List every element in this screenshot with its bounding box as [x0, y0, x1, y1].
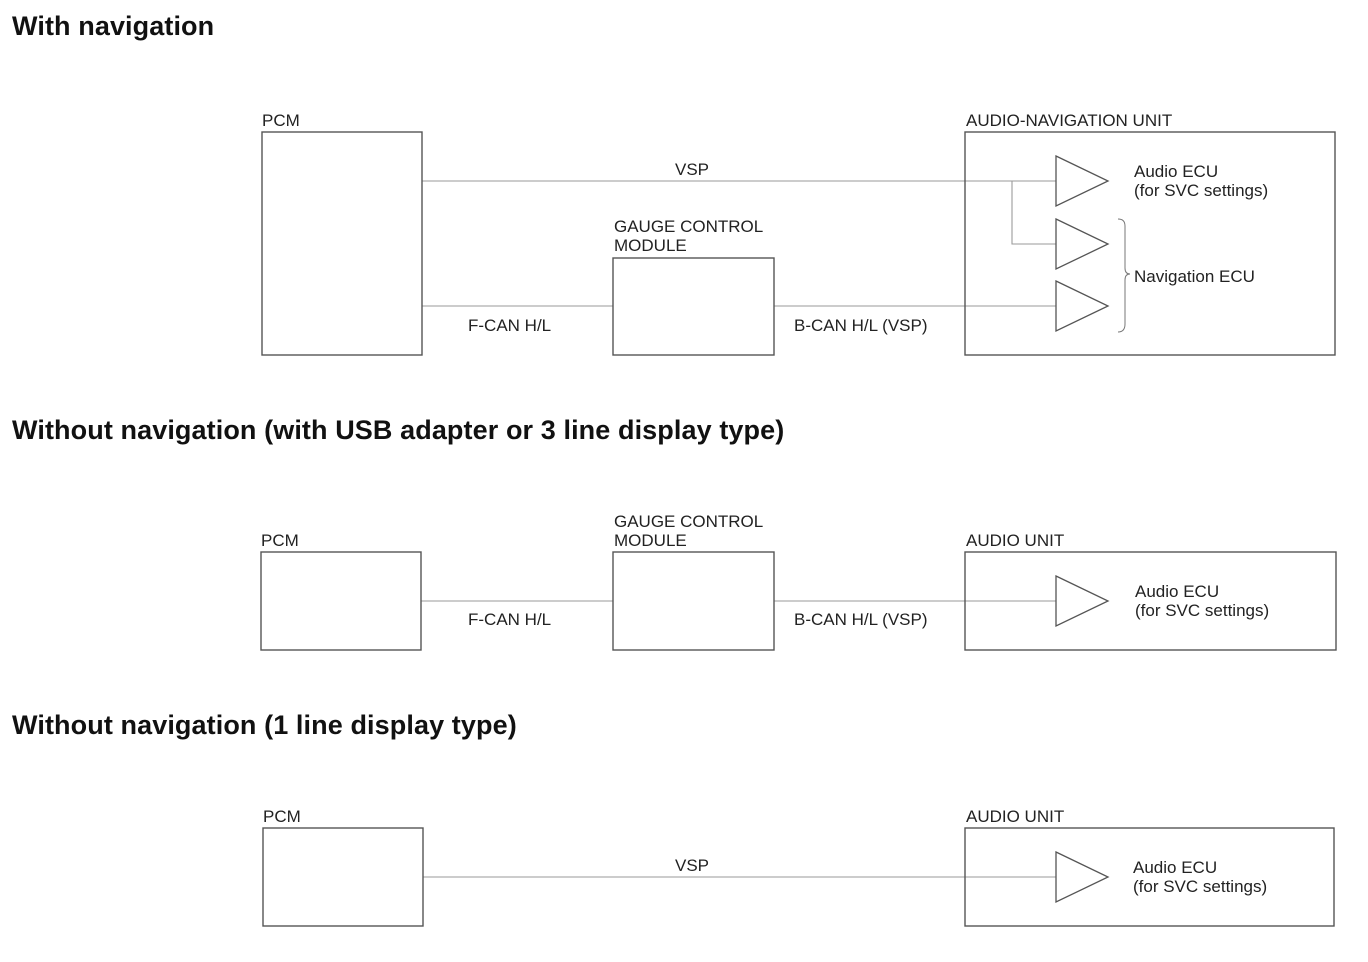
fcan-label: F-CAN H/L: [468, 610, 551, 629]
bcan-label: B-CAN H/L (VSP): [794, 316, 928, 335]
gauge-label-line1: GAUGE CONTROL: [614, 217, 763, 236]
diagram-without-navigation-usb: PCM GAUGE CONTROL MODULE AUDIO UNIT F-CA…: [260, 512, 1337, 651]
unit-label: AUDIO-NAVIGATION UNIT: [966, 111, 1172, 130]
pcm-box: [262, 827, 424, 927]
gauge-label-line2: MODULE: [614, 236, 687, 255]
fcan-label: F-CAN H/L: [468, 316, 551, 335]
audio-ecu-label-line1: Audio ECU: [1133, 858, 1217, 877]
audio-unit-box: [964, 827, 1335, 927]
diagram-without-navigation-1-line: PCM AUDIO UNIT VSP Audio ECU (for SVC se…: [262, 807, 1335, 927]
vsp-branch-wire: [1011, 181, 1056, 245]
navigation-ecu-triangle-icon: [1055, 217, 1110, 271]
pcm-label: PCM: [262, 111, 300, 130]
navigation-ecu-label: Navigation ECU: [1134, 267, 1255, 286]
audio-ecu-triangle-icon: [1055, 850, 1110, 904]
audio-navigation-unit-box: [964, 131, 1336, 356]
vsp-label: VSP: [675, 160, 709, 179]
navigation-ecu-brace: [1117, 218, 1131, 333]
audio-ecu-label-line1: Audio ECU: [1135, 582, 1219, 601]
pcm-box: [260, 551, 422, 651]
diagram-with-navigation: PCM AUDIO-NAVIGATION UNIT GAUGE CONTROL …: [261, 111, 1336, 356]
pcm-label: PCM: [261, 531, 299, 550]
unit-label: AUDIO UNIT: [966, 807, 1064, 826]
audio-ecu-triangle-icon: [1055, 574, 1110, 628]
section-heading-without-navigation-1-line: Without navigation (1 line display type): [12, 710, 517, 740]
gauge-control-module-box: [612, 551, 775, 651]
gauge-control-module-box: [612, 257, 775, 356]
audio-ecu-triangle-icon: [1055, 154, 1110, 208]
audio-ecu-label-line1: Audio ECU: [1134, 162, 1218, 181]
pcm-box: [261, 131, 423, 356]
audio-ecu-label-line2: (for SVC settings): [1135, 601, 1269, 620]
audio-ecu-label-line2: (for SVC settings): [1133, 877, 1267, 896]
gauge-label-line1: GAUGE CONTROL: [614, 512, 763, 531]
unit-label: AUDIO UNIT: [966, 531, 1064, 550]
bcan-label: B-CAN H/L (VSP): [794, 610, 928, 629]
section-heading-with-navigation: With navigation: [12, 11, 215, 41]
vsp-label: VSP: [675, 856, 709, 875]
pcm-label: PCM: [263, 807, 301, 826]
audio-unit-box: [964, 551, 1337, 651]
audio-ecu-label-line2: (for SVC settings): [1134, 181, 1268, 200]
gauge-label-line2: MODULE: [614, 531, 687, 550]
navigation-ecu-triangle-icon: [1055, 279, 1110, 333]
section-heading-without-navigation-usb: Without navigation (with USB adapter or …: [12, 415, 785, 445]
